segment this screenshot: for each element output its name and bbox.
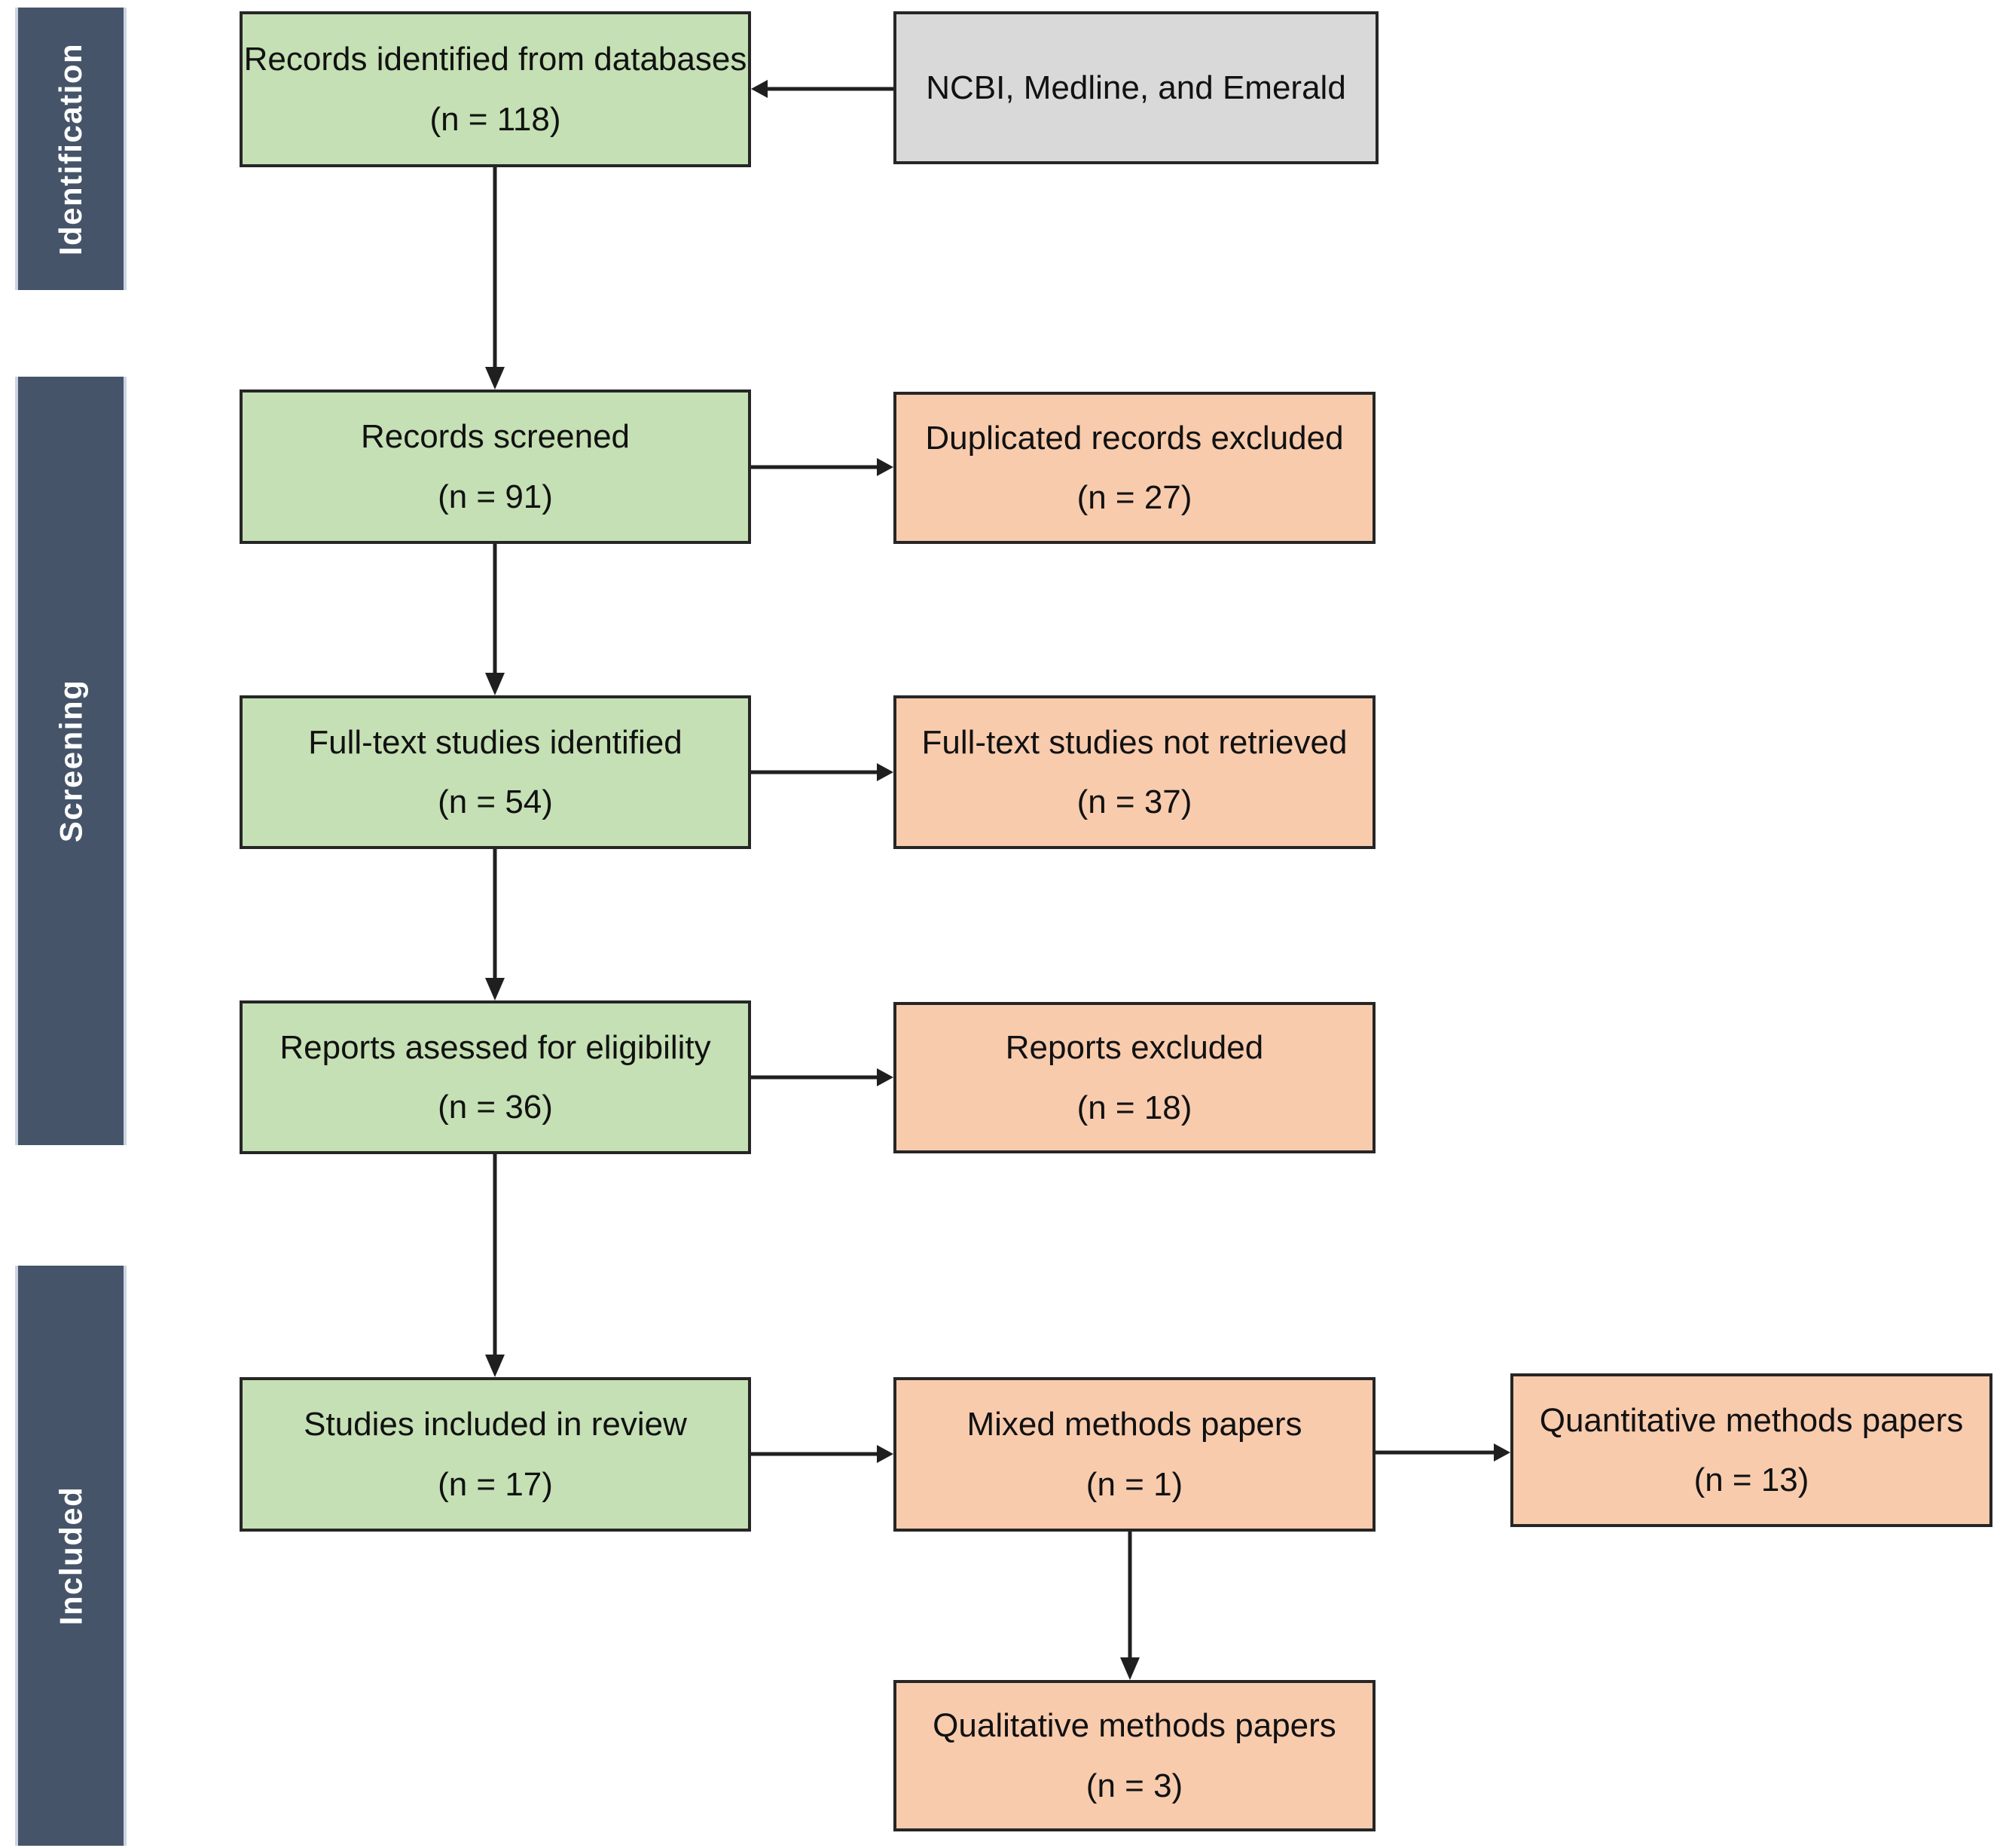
- stage-bar-identification: Identification: [15, 8, 127, 290]
- arrow-screened-to-fulltext-identified: [485, 544, 505, 695]
- box-quantitative-methods: Quantitative methods papers (n = 13): [1510, 1373, 1992, 1527]
- box-mixed-methods: Mixed methods papers (n = 1): [893, 1377, 1376, 1532]
- stage-bar-included: Included: [15, 1266, 127, 1846]
- box-fulltext-not-retrieved-label: Full-text studies not retrieved: [921, 723, 1348, 761]
- box-records-identified-count: (n = 118): [429, 100, 561, 138]
- box-duplicates-excluded-count: (n = 27): [1076, 479, 1192, 516]
- box-mixed-methods-count: (n = 1): [1085, 1465, 1183, 1503]
- box-studies-included-label: Studies included in review: [304, 1406, 687, 1443]
- box-mixed-methods-label: Mixed methods papers: [966, 1406, 1302, 1443]
- box-reports-assessed-count: (n = 36): [438, 1089, 553, 1126]
- box-qualitative-methods: Qualitative methods papers (n = 3): [893, 1680, 1376, 1831]
- arrow-fulltext-to-reports-assessed: [485, 849, 505, 1000]
- box-records-identified-label: Records identified from databases: [243, 41, 747, 78]
- box-duplicates-excluded: Duplicated records excluded (n = 27): [893, 392, 1376, 544]
- arrow-assessed-to-studies-included: [485, 1154, 505, 1377]
- box-fulltext-not-retrieved-count: (n = 37): [1076, 783, 1192, 820]
- arrow-records-identified-to-screened: [485, 167, 505, 389]
- box-reports-excluded: Reports excluded (n = 18): [893, 1002, 1376, 1153]
- box-records-screened-label: Records screened: [360, 418, 631, 456]
- box-quantitative-methods-count: (n = 13): [1693, 1462, 1809, 1498]
- arrow-databases-to-records-identified: [751, 80, 893, 98]
- box-databases-label: NCBI, Medline, and Emerald: [926, 69, 1346, 106]
- box-records-screened-count: (n = 91): [438, 478, 553, 515]
- arrow-assessed-to-reports-excluded: [751, 1068, 893, 1086]
- arrow-mixed-to-quantitative: [1376, 1443, 1510, 1462]
- arrow-included-to-mixed-methods: [751, 1445, 893, 1463]
- box-duplicates-excluded-label: Duplicated records excluded: [925, 419, 1344, 457]
- box-fulltext-not-retrieved: Full-text studies not retrieved (n = 37): [893, 695, 1376, 849]
- box-fulltext-identified-count: (n = 54): [438, 783, 553, 820]
- box-reports-excluded-count: (n = 18): [1076, 1089, 1192, 1126]
- stage-label-identification: Identification: [53, 42, 88, 255]
- arrow-screened-to-duplicates-excluded: [751, 458, 893, 476]
- stage-bar-screening: Screening: [15, 377, 127, 1145]
- stage-label-screening: Screening: [53, 679, 89, 843]
- box-reports-assessed-label: Reports asessed for eligibility: [279, 1028, 711, 1066]
- box-qualitative-methods-count: (n = 3): [1085, 1767, 1183, 1804]
- box-qualitative-methods-label: Qualitative methods papers: [933, 1707, 1336, 1745]
- box-studies-included-count: (n = 17): [438, 1465, 553, 1503]
- box-reports-excluded-label: Reports excluded: [1005, 1029, 1264, 1067]
- box-fulltext-identified: Full-text studies identified (n = 54): [240, 695, 751, 849]
- arrow-mixed-to-qualitative: [1120, 1532, 1140, 1680]
- box-quantitative-methods-label: Quantitative methods papers: [1539, 1401, 1964, 1439]
- stage-label-included: Included: [53, 1486, 88, 1626]
- box-fulltext-identified-label: Full-text studies identified: [308, 723, 682, 761]
- arrow-fulltext-to-not-retrieved: [751, 763, 893, 781]
- box-records-screened: Records screened (n = 91): [240, 389, 751, 544]
- box-records-identified: Records identified from databases (n = 1…: [240, 11, 751, 167]
- box-reports-assessed: Reports asessed for eligibility (n = 36): [240, 1000, 751, 1154]
- box-studies-included: Studies included in review (n = 17): [240, 1377, 751, 1532]
- box-databases: NCBI, Medline, and Emerald: [893, 11, 1379, 164]
